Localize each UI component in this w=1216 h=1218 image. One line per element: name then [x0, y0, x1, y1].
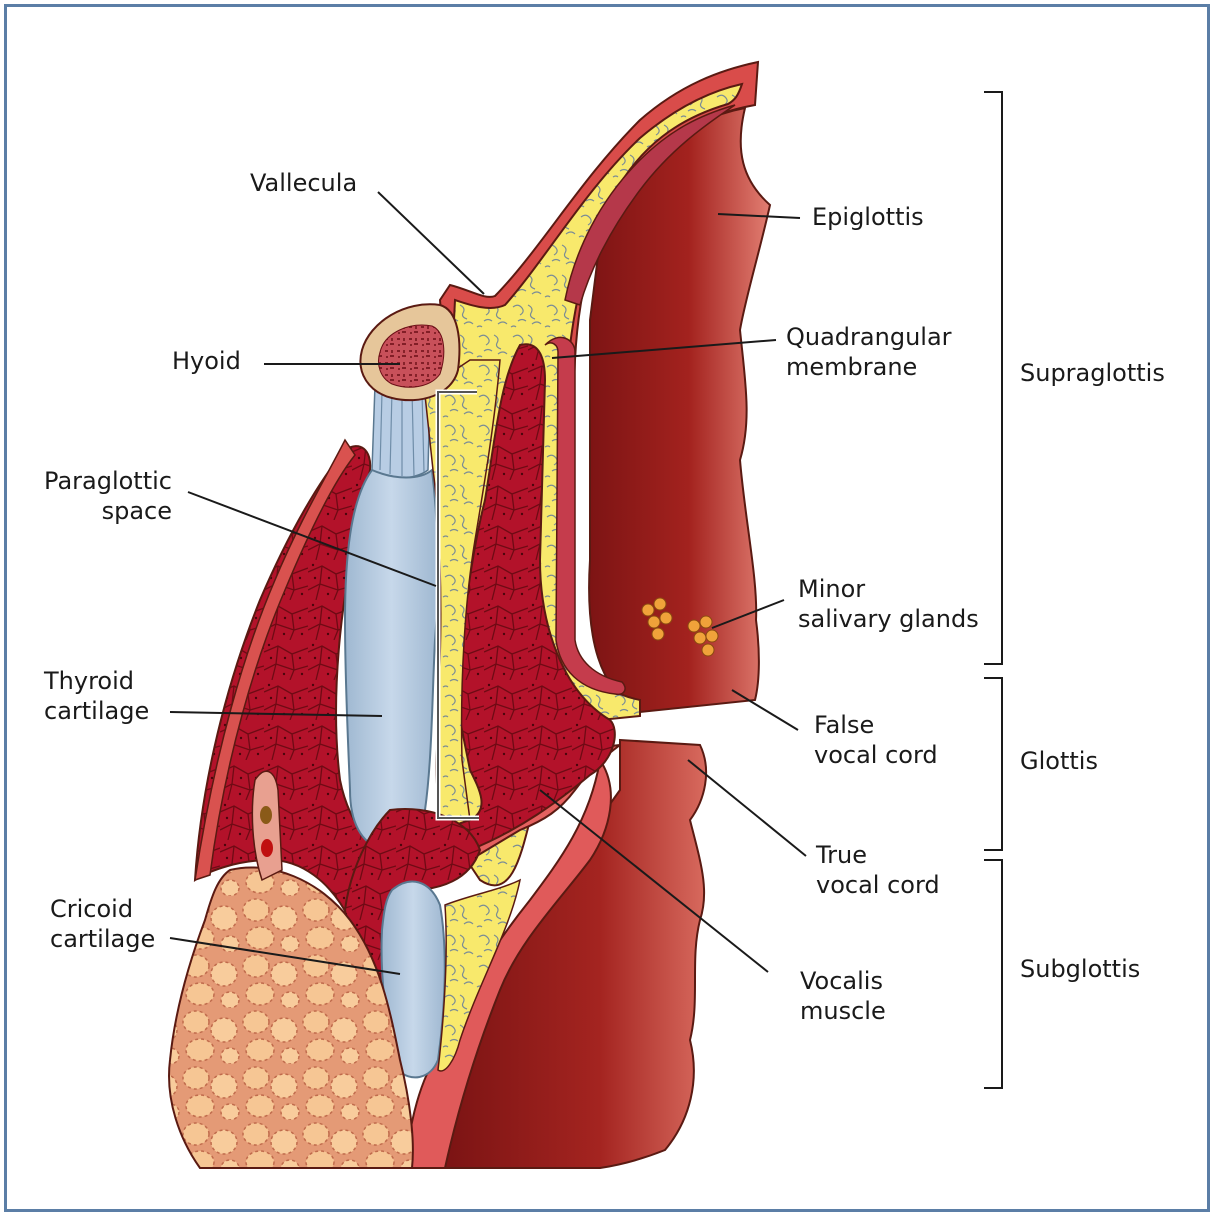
subglottis-bracket	[984, 860, 1002, 1088]
label-glottis: Glottis	[1020, 746, 1098, 776]
label-supraglottis: Supraglottis	[1020, 358, 1165, 388]
label-hyoid: Hyoid	[172, 346, 241, 376]
label-epiglottis: Epiglottis	[812, 202, 924, 232]
supraglottis-bracket	[984, 92, 1002, 664]
leader-true-cord	[688, 760, 806, 856]
label-subglottis: Subglottis	[1020, 954, 1140, 984]
glottis-bracket	[984, 678, 1002, 850]
leader-false-cord	[732, 690, 798, 730]
label-vallecula: Vallecula	[250, 168, 357, 198]
vessel-strip	[252, 771, 282, 880]
thyroid-cartilage	[345, 470, 438, 851]
leader-vallecula	[378, 192, 484, 294]
